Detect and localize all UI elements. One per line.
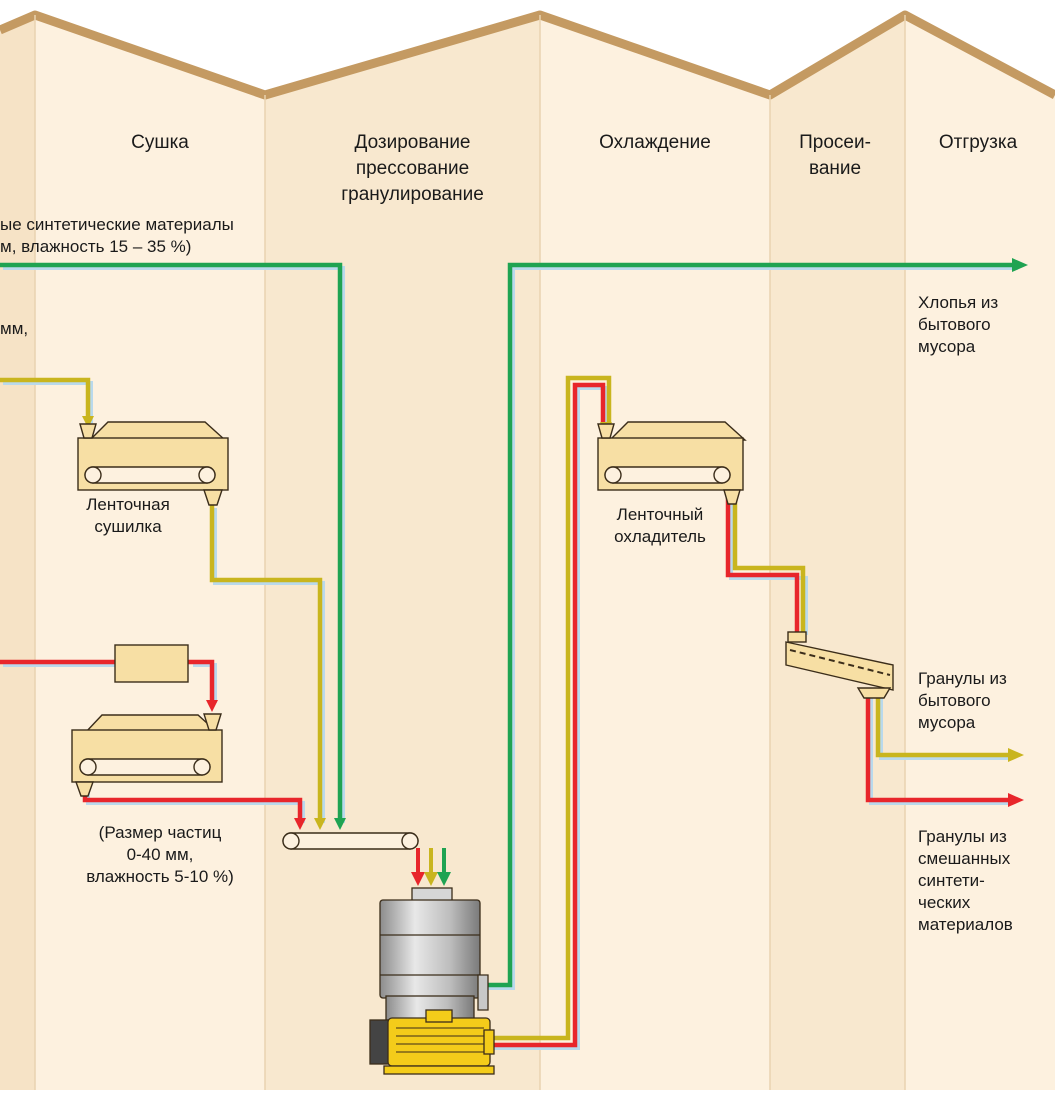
input-household-fragment: мм,: [0, 319, 29, 338]
yellow-flow-press-out: [485, 375, 612, 1041]
arrow-press-yellow: [424, 872, 438, 886]
output-pellets-household-line2: бытового: [918, 691, 991, 710]
output-flakes-line1: Хлопья из: [918, 293, 999, 312]
yellow-flow-input: [0, 377, 91, 420]
flow-lines: [0, 262, 1018, 1050]
feed-hopper-box: [114, 644, 189, 683]
red-flow-output: [865, 692, 1010, 803]
header-screening-line1: Просеи-: [799, 132, 871, 153]
green-flow-input: [0, 262, 343, 822]
output-pellets-mixed-line5: материалов: [918, 915, 1013, 934]
pellet-press: [369, 887, 495, 1075]
panel-1: [0, 15, 35, 1090]
panel-4: [540, 15, 770, 1090]
red-flow-press-out: [485, 382, 606, 1048]
output-flakes: Хлопья из бытового мусора: [918, 292, 1048, 358]
panel-5: [770, 15, 905, 1090]
label-belt-dryer-line1: Ленточная: [86, 495, 170, 514]
header-cooling: Охлаждение: [599, 132, 711, 153]
belt-dryer-lower: [71, 713, 223, 797]
header-dosing-line1: Дозирование: [354, 132, 471, 153]
arrow-flakes: [1012, 258, 1028, 272]
header-drying: Сушка: [131, 132, 189, 153]
label-belt-cooler: Ленточный охладитель: [595, 504, 725, 548]
belt-cooler: [597, 421, 747, 505]
input-synthetic-line2: м, влажность 15 – 35 %): [0, 237, 192, 256]
arrow-press-green: [437, 872, 451, 886]
arrow-press-red: [411, 872, 425, 886]
output-flakes-line3: мусора: [918, 337, 976, 356]
header-shipping: Отгрузка: [938, 132, 1018, 153]
header-dosing: Дозирование прессование гранулирование: [300, 130, 525, 208]
label-belt-cooler-line1: Ленточный: [616, 505, 704, 524]
green-flow-output: [480, 262, 1015, 988]
header-dosing-line2: прессование: [355, 158, 470, 179]
arrow-yellow-dryer: [82, 416, 94, 428]
particle-note-line1: (Размер частиц: [98, 823, 222, 842]
panel-6: [905, 15, 1055, 1090]
label-belt-dryer-line2: сушилка: [94, 517, 162, 536]
arrow-pellets-mixed: [1008, 793, 1024, 807]
label-belt-cooler-line2: охладитель: [614, 527, 706, 546]
output-pellets-household-line3: мусора: [918, 713, 976, 732]
arrow-yellow-conveyor: [314, 818, 326, 830]
arrow-red-conveyor: [294, 818, 306, 830]
particle-note-line3: влажность 5-10 %): [86, 867, 234, 886]
belt-dryer-upper: [77, 421, 229, 506]
arrow-pellets-household: [1008, 748, 1024, 762]
output-pellets-household: Гранулы из бытового мусора: [918, 668, 1048, 734]
panel-3: [265, 15, 540, 1090]
output-pellets-mixed-line4: ческих: [918, 893, 971, 912]
red-flow-box: [188, 659, 215, 702]
input-synthetic-line1: ые синтетические материалы: [0, 215, 234, 234]
output-pellets-mixed-line3: синтети-: [918, 871, 985, 890]
output-pellets-mixed: Гранулы из смешанных синтети- ческих мат…: [918, 826, 1053, 936]
conveyor: [282, 832, 419, 850]
header-screening-line2: вание: [808, 158, 862, 179]
yellow-flow-cooler-out: [732, 498, 806, 632]
output-pellets-mixed-line2: смешанных: [918, 849, 1011, 868]
label-belt-dryer: Ленточная сушилка: [68, 494, 188, 538]
arrow-red-box: [206, 700, 218, 712]
yellow-flow-output: [875, 692, 1010, 758]
output-pellets-mixed-line1: Гранулы из: [918, 827, 1007, 846]
particle-note: (Размер частиц 0-40 мм, влажность 5-10 %…: [55, 822, 265, 888]
yellow-flow-dryer: [209, 505, 323, 822]
arrow-green-conveyor: [334, 818, 346, 830]
folded-background: [0, 10, 1055, 1090]
header-dosing-line3: гранулирование: [341, 184, 484, 205]
screener: [785, 631, 894, 699]
output-flakes-line2: бытового: [918, 315, 991, 334]
output-pellets-household-line1: Гранулы из: [918, 669, 1007, 688]
panel-2: [35, 15, 265, 1090]
header-screening: Просеи- вание: [775, 130, 895, 182]
particle-note-line2: 0-40 мм,: [126, 845, 194, 864]
red-flow-cooler-out: [725, 498, 800, 632]
